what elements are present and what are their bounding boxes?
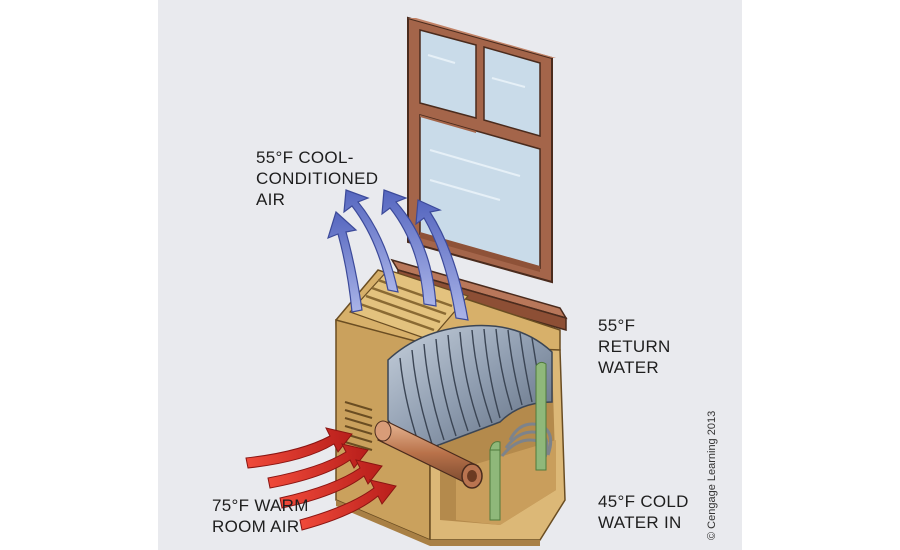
copyright-credit: © Cengage Learning 2013 — [706, 411, 718, 540]
return-water-label: 55°F RETURN WATER — [598, 315, 671, 378]
cold-water-label: 45°F COLD WATER IN — [598, 491, 689, 533]
room-air-label: 75°F WARM ROOM AIR — [212, 495, 309, 537]
supply-air-label: 55°F COOL- CONDITIONED AIR — [256, 147, 378, 210]
cool-air-arrow — [328, 212, 362, 312]
